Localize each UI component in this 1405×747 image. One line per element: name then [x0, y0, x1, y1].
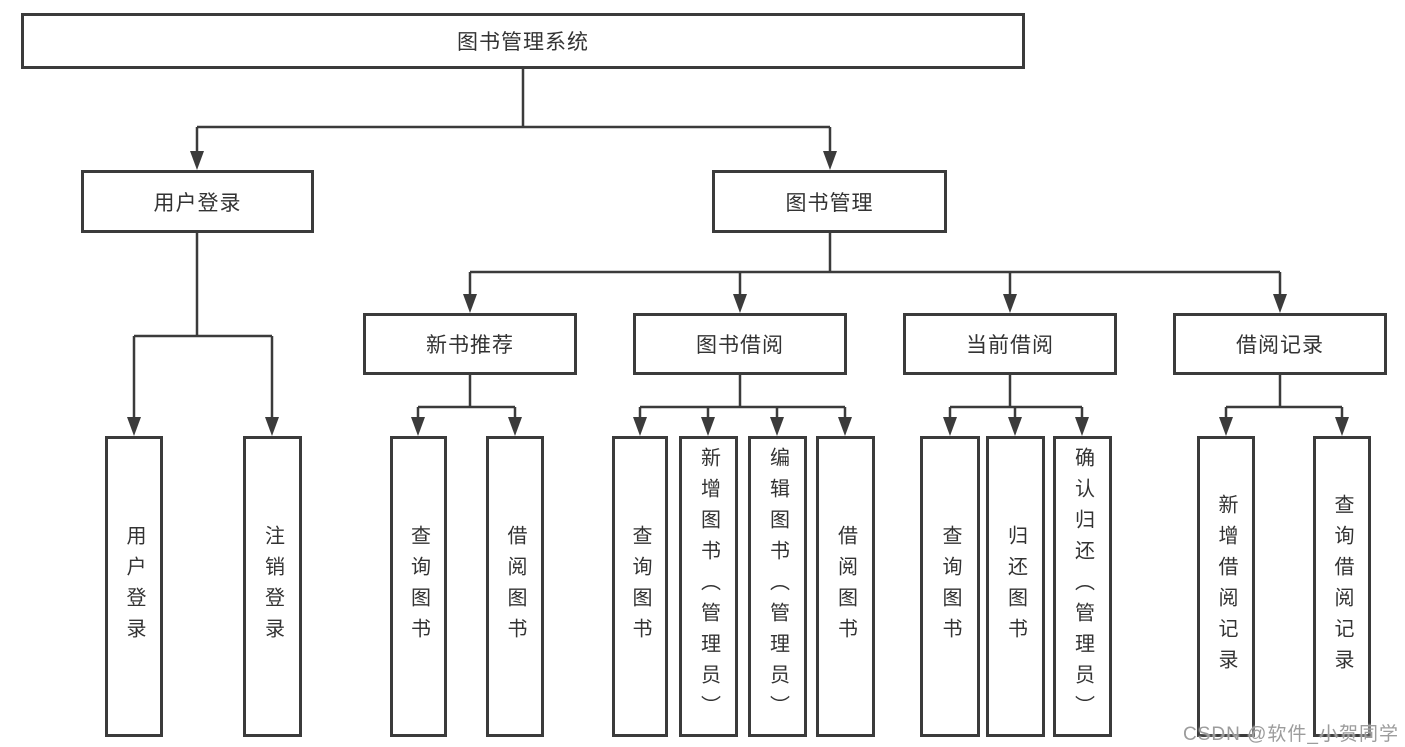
leaf-label: 编辑图书（管理员）: [766, 447, 789, 726]
leaf-add-books-admin: 新增图书（管理员）: [679, 436, 738, 737]
node-user-login: 用户登录: [81, 170, 314, 233]
connector-borrow-children: [638, 375, 847, 418]
leaf-label: 新增借阅记录: [1215, 493, 1237, 680]
leaf-borrow-books: 借阅图书: [816, 436, 875, 737]
arrowhead: [770, 417, 784, 436]
leaf-label: 查询图书: [939, 524, 961, 649]
leaf-user-login: 用户登录: [105, 436, 163, 737]
leaf-add-borrow-record: 新增借阅记录: [1197, 436, 1255, 737]
node-new-book-recommend-label: 新书推荐: [426, 334, 514, 357]
connector-login-children: [132, 233, 274, 418]
arrowhead: [1335, 417, 1349, 436]
leaf-confirm-return-admin: 确认归还（管理员）: [1053, 436, 1112, 737]
arrowhead: [701, 417, 715, 436]
connector-current-children: [948, 375, 1084, 418]
arrowhead: [508, 417, 522, 436]
arrowhead: [1003, 294, 1017, 313]
arrowhead: [838, 417, 852, 436]
node-borrow-records-label: 借阅记录: [1236, 334, 1324, 357]
node-root: 图书管理系统: [21, 13, 1025, 69]
leaf-label: 借阅图书: [504, 524, 526, 649]
leaf-edit-books-admin: 编辑图书（管理员）: [748, 436, 807, 737]
leaf-query-books-current: 查询图书: [920, 436, 980, 737]
arrowhead: [463, 294, 477, 313]
node-book-borrow: 图书借阅: [633, 313, 847, 375]
arrowhead: [190, 151, 204, 170]
node-book-borrow-label: 图书借阅: [696, 334, 784, 357]
leaf-label: 查询图书: [629, 524, 651, 649]
leaf-label: 查询借阅记录: [1331, 493, 1353, 680]
leaf-return-books: 归还图书: [986, 436, 1045, 737]
node-current-borrow: 当前借阅: [903, 313, 1117, 375]
leaf-label: 注销登录: [261, 524, 284, 649]
arrowhead: [823, 151, 837, 170]
arrowhead: [1273, 294, 1287, 313]
connector-root-to-level2: [195, 69, 832, 152]
arrowhead: [265, 417, 279, 436]
leaf-query-books-borrow: 查询图书: [612, 436, 668, 737]
arrowhead: [411, 417, 425, 436]
leaf-query-borrow-record: 查询借阅记录: [1313, 436, 1371, 737]
leaf-label: 新增图书（管理员）: [697, 447, 720, 726]
node-root-label: 图书管理系统: [457, 31, 589, 54]
arrowhead: [943, 417, 957, 436]
leaf-label: 查询图书: [407, 524, 430, 649]
node-user-login-label: 用户登录: [153, 191, 242, 215]
leaf-label: 用户登录: [123, 524, 145, 649]
arrowhead: [1008, 417, 1022, 436]
watermark: CSDN @软件_小贺同学: [1183, 724, 1399, 745]
leaf-label: 归还图书: [1004, 524, 1027, 649]
leaf-label: 借阅图书: [834, 524, 857, 649]
node-current-borrow-label: 当前借阅: [966, 334, 1054, 357]
leaf-borrow-books-recommend: 借阅图书: [486, 436, 544, 737]
arrowhead: [1219, 417, 1233, 436]
connector-management-children: [468, 233, 1282, 295]
leaf-logout: 注销登录: [243, 436, 302, 737]
node-book-management: 图书管理: [712, 170, 947, 233]
arrowhead: [733, 294, 747, 313]
leaf-query-books-recommend: 查询图书: [390, 436, 447, 737]
node-book-management-label: 图书管理: [785, 191, 874, 215]
connector-newbook-children: [416, 375, 517, 418]
arrowhead: [633, 417, 647, 436]
arrowhead: [127, 417, 141, 436]
node-new-book-recommend: 新书推荐: [363, 313, 577, 375]
node-borrow-records: 借阅记录: [1173, 313, 1387, 375]
leaf-label: 确认归还（管理员）: [1071, 447, 1094, 726]
arrowhead: [1075, 417, 1089, 436]
connector-records-children: [1224, 375, 1344, 418]
